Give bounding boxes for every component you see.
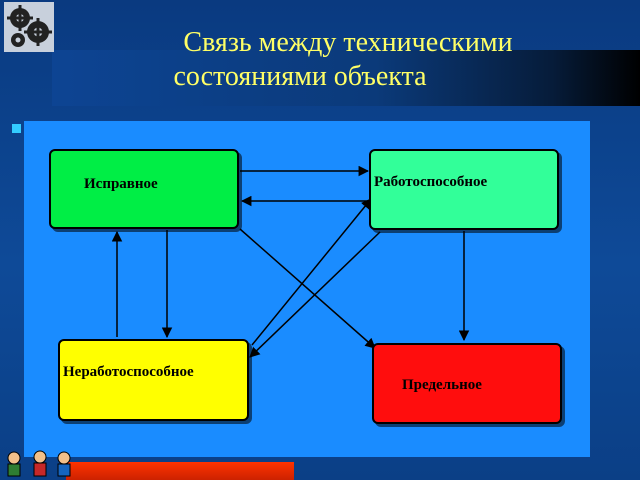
node-ispravnoe-label: Исправное [84,176,158,192]
node-ispravnoe-box [49,149,239,229]
node-predelnoe-label: Предельное [402,377,482,393]
edge-rabotosposobnoe-nerabotosposobnoe [249,231,381,358]
node-rabotosposobnoe-label: Работоспособное [374,174,488,190]
node-nerabotosposobnoe: Неработоспособное [58,339,249,421]
node-nerabotosposobnoe-box [58,339,249,421]
node-rabotosposobnoe-box [369,149,559,230]
node-rabotosposobnoe: Работоспособное [369,149,559,230]
gears-icon [4,2,54,52]
diagram-panel: Исправное Работоспособное Неработоспособ… [24,121,590,457]
state-diagram: Исправное Работоспособное Неработоспособ… [49,149,562,424]
node-nerabotosposobnoe-label: Неработоспособное [63,364,194,380]
edge-nerabotosposobnoe-rabotosposobnoe [251,198,372,346]
slide-title: Связь между техническими состояниями объ… [0,26,640,94]
bottom-accent-bar [66,462,294,480]
node-predelnoe-box [372,343,562,424]
people-icon [7,450,71,477]
slide-title-line2: состояниями объекта [173,61,427,92]
bullet-marker [12,124,21,133]
node-predelnoe: Предельное [372,343,562,424]
title-band [52,50,640,106]
node-ispravnoe: Исправное [49,149,239,229]
slide-title-line1: Связь между техническими [183,27,513,58]
edge-ispravnoe-predelnoe [239,228,376,349]
